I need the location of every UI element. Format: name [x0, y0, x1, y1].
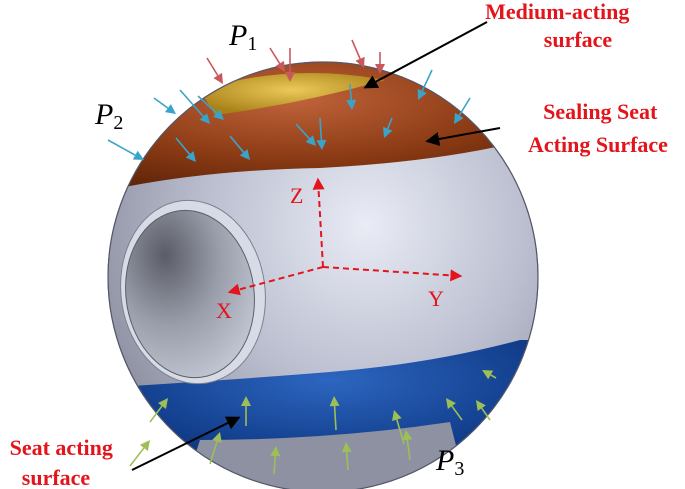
p1-subscript: 1 — [247, 33, 257, 55]
medium-acting-line2: surface — [544, 27, 613, 52]
p3-arrow — [149, 398, 168, 423]
p1-label: P1 — [228, 19, 257, 55]
medium-acting-line1: Medium-acting — [485, 0, 629, 24]
x-axis — [227, 266, 324, 296]
p2-arrow — [316, 117, 327, 150]
medium-acting-surface — [200, 72, 385, 115]
p3-arrow — [129, 440, 150, 467]
p2-arrow — [295, 123, 316, 146]
sealing-seat-label: Sealing Seat Acting Surface — [528, 99, 668, 157]
coordinate-axes: Z X Y — [216, 177, 463, 323]
p3-arrow — [446, 398, 463, 421]
p3-arrow — [476, 400, 491, 421]
ball-outline — [107, 61, 539, 489]
p2-arrow — [417, 69, 433, 100]
p1-pressure-arrows — [206, 39, 385, 84]
p1-arrow — [375, 52, 385, 74]
p1-arrow — [351, 39, 365, 68]
p3-arrow — [329, 396, 340, 431]
z-axis — [312, 177, 325, 268]
p3-arrow — [241, 396, 251, 426]
seat-acting-line1: Seat acting — [10, 435, 113, 460]
seat-acting-label: Seat acting surface — [10, 435, 119, 489]
p3-arrow — [209, 432, 222, 465]
sealing-seat-line1: Sealing Seat — [543, 99, 658, 124]
p2-arrow — [107, 139, 144, 160]
p3-arrow — [402, 430, 413, 461]
sealing-leader-line — [425, 127, 501, 146]
p3-arrow — [270, 446, 281, 475]
medium-acting-label: Medium-acting surface — [485, 0, 635, 52]
p2-arrow — [175, 137, 196, 162]
p1-symbol: P — [228, 19, 247, 52]
p3-symbol: P — [435, 444, 454, 477]
p2-subscript: 2 — [113, 112, 123, 134]
p3-label: P3 — [435, 444, 464, 480]
p2-arrow — [197, 95, 224, 120]
y-axis-label: Y — [428, 286, 444, 311]
medium-leader-line — [363, 21, 488, 89]
y-axis — [322, 266, 463, 282]
p1-arrow — [285, 48, 295, 82]
p2-arrow — [454, 97, 471, 124]
seat-leader-line — [131, 416, 241, 471]
p3-arrow — [482, 370, 497, 380]
p2-arrow — [383, 117, 393, 138]
p2-arrow — [179, 89, 210, 124]
p2-label: P2 — [94, 98, 123, 134]
p3-subscript: 3 — [454, 458, 464, 480]
sealing-seat-line2: Acting Surface — [528, 132, 668, 157]
p1-arrow — [269, 47, 285, 72]
p2-symbol: P — [94, 98, 113, 131]
seat-acting-line2: surface — [22, 465, 91, 489]
x-axis-label: X — [216, 298, 232, 323]
p2-arrow — [346, 83, 357, 110]
p2-pressure-arrows — [107, 69, 471, 162]
p1-arrow — [206, 57, 223, 84]
p2-arrow — [153, 97, 176, 114]
p3-arrow — [341, 442, 352, 471]
z-axis-label: Z — [290, 183, 303, 208]
p2-arrow — [229, 135, 250, 160]
p3-pressure-arrows — [129, 370, 497, 475]
